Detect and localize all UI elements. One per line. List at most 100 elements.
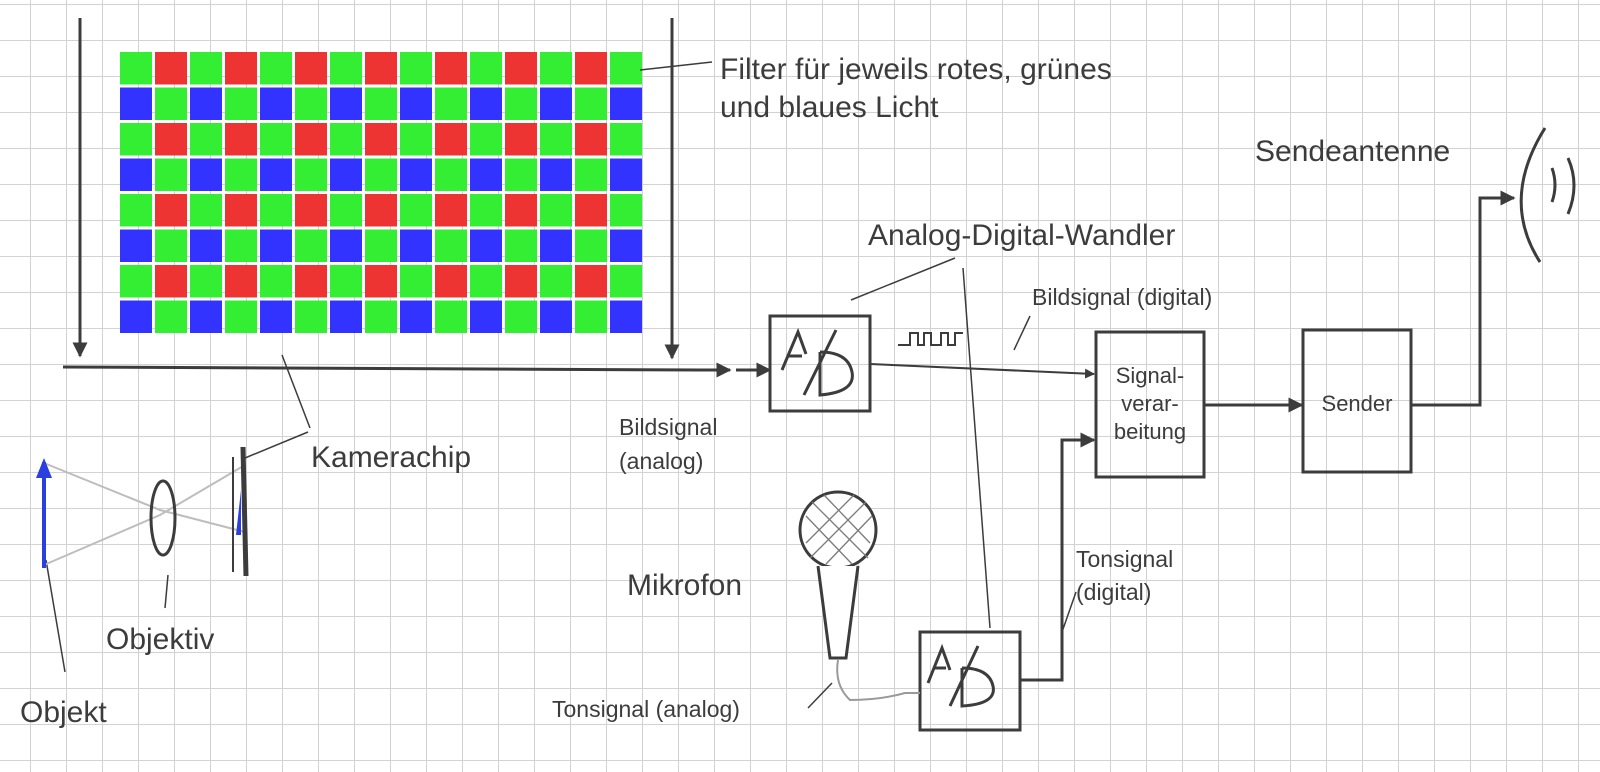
filter-cell (540, 52, 572, 85)
filter-cell (365, 265, 397, 298)
filter-cell (155, 265, 187, 298)
filter-cell (260, 194, 292, 227)
sound-signal-analog-label: Tonsignal (analog) (552, 696, 740, 722)
filter-cell (365, 194, 397, 227)
filter-cell (120, 300, 152, 333)
camera-chip-frame (62, 18, 772, 378)
filter-cell (260, 158, 292, 191)
camera-chip-label: Kamerachip (311, 441, 472, 474)
filter-cell (575, 158, 607, 191)
filter-cell (575, 265, 607, 298)
filter-cell (330, 265, 362, 298)
filter-cell (575, 300, 607, 333)
filter-cell (225, 123, 257, 156)
filter-cell (470, 265, 502, 298)
filter-cell (330, 229, 362, 262)
lens-label: Objektiv (106, 623, 215, 656)
digital-waveform-icon (898, 332, 963, 346)
filter-cell (155, 300, 187, 333)
filter-cell (470, 158, 502, 191)
filter-cell (540, 87, 572, 120)
filter-label-line1: Filter für jeweils rotes, grünes (720, 53, 1112, 86)
filter-cell (155, 158, 187, 191)
filter-cell (610, 229, 642, 262)
filter-cell (225, 87, 257, 120)
filter-cell (260, 87, 292, 120)
filter-cell (400, 300, 432, 333)
filter-cell (260, 52, 292, 85)
filter-cell (330, 123, 362, 156)
filter-cell (610, 87, 642, 120)
filter-cell (435, 300, 467, 333)
filter-cell (365, 300, 397, 333)
chip-icon (240, 446, 249, 577)
filter-cell (365, 229, 397, 262)
filter-cell (575, 87, 607, 120)
filter-cell (365, 87, 397, 120)
microphone-label: Mikrofon (627, 569, 743, 602)
image-signal-analog-label-2: (analog) (619, 448, 704, 474)
filter-cell (225, 194, 257, 227)
filter-cell (155, 52, 187, 85)
filter-cell (155, 123, 187, 156)
filter-cell (610, 265, 642, 298)
filter-cell (435, 52, 467, 85)
lens-icon (149, 479, 177, 557)
filter-cell (540, 300, 572, 333)
filter-label-line2: und blaues Licht (720, 91, 939, 124)
filter-cell (190, 229, 222, 262)
filter-cell (400, 194, 432, 227)
filter-cell (120, 229, 152, 262)
filter-cell (190, 87, 222, 120)
signal-processing-text-line3: beitung (1113, 419, 1187, 444)
filter-cell (330, 87, 362, 120)
filter-cell (540, 123, 572, 156)
filter-cell (470, 194, 502, 227)
filter-cell (505, 300, 537, 333)
filter-cell (120, 87, 152, 120)
sender-to-antenna-line (1411, 190, 1516, 407)
filter-cell (295, 123, 327, 156)
filter-cell (155, 229, 187, 262)
image-signal-digital-line (869, 363, 1095, 379)
filter-cell (400, 265, 432, 298)
filter-cell (400, 87, 432, 120)
filter-cell (400, 123, 432, 156)
filter-cell (435, 123, 467, 156)
sound-signal-digital-line (1020, 432, 1096, 682)
filter-cell (610, 123, 642, 156)
filter-cell (155, 87, 187, 120)
filter-cell (505, 123, 537, 156)
ad-converter-label: Analog-Digital-Wandler (868, 219, 1176, 252)
filter-cell (575, 123, 607, 156)
filter-cell (190, 123, 222, 156)
filter-cell (575, 229, 607, 262)
filter-cell (610, 194, 642, 227)
filter-cell (505, 158, 537, 191)
optics-sketch (36, 446, 249, 577)
filter-cell (400, 158, 432, 191)
object-label: Objekt (20, 696, 107, 729)
sound-signal-digital-label-2: (digital) (1076, 579, 1152, 605)
filter-cell (330, 300, 362, 333)
signal-processing-text-line1: Signal- (1115, 363, 1185, 388)
filter-cell (540, 229, 572, 262)
filter-cell (575, 194, 607, 227)
filter-cell (260, 300, 292, 333)
filter-cell (225, 300, 257, 333)
filter-cell (330, 158, 362, 191)
filter-cell (610, 52, 642, 85)
filter-cell (260, 123, 292, 156)
filter-cell (260, 265, 292, 298)
filter-cell (120, 158, 152, 191)
ad-converter-top-glyph (780, 327, 854, 397)
filter-cell (365, 123, 397, 156)
filter-cell (190, 158, 222, 191)
image-signal-analog-label-1: Bildsignal (619, 414, 718, 440)
ad-converter-bottom-glyph (926, 643, 995, 708)
filter-cell (505, 265, 537, 298)
filter-cell (295, 265, 327, 298)
filter-cell (470, 229, 502, 262)
signal-processing-text-line2: verar- (1121, 391, 1179, 416)
